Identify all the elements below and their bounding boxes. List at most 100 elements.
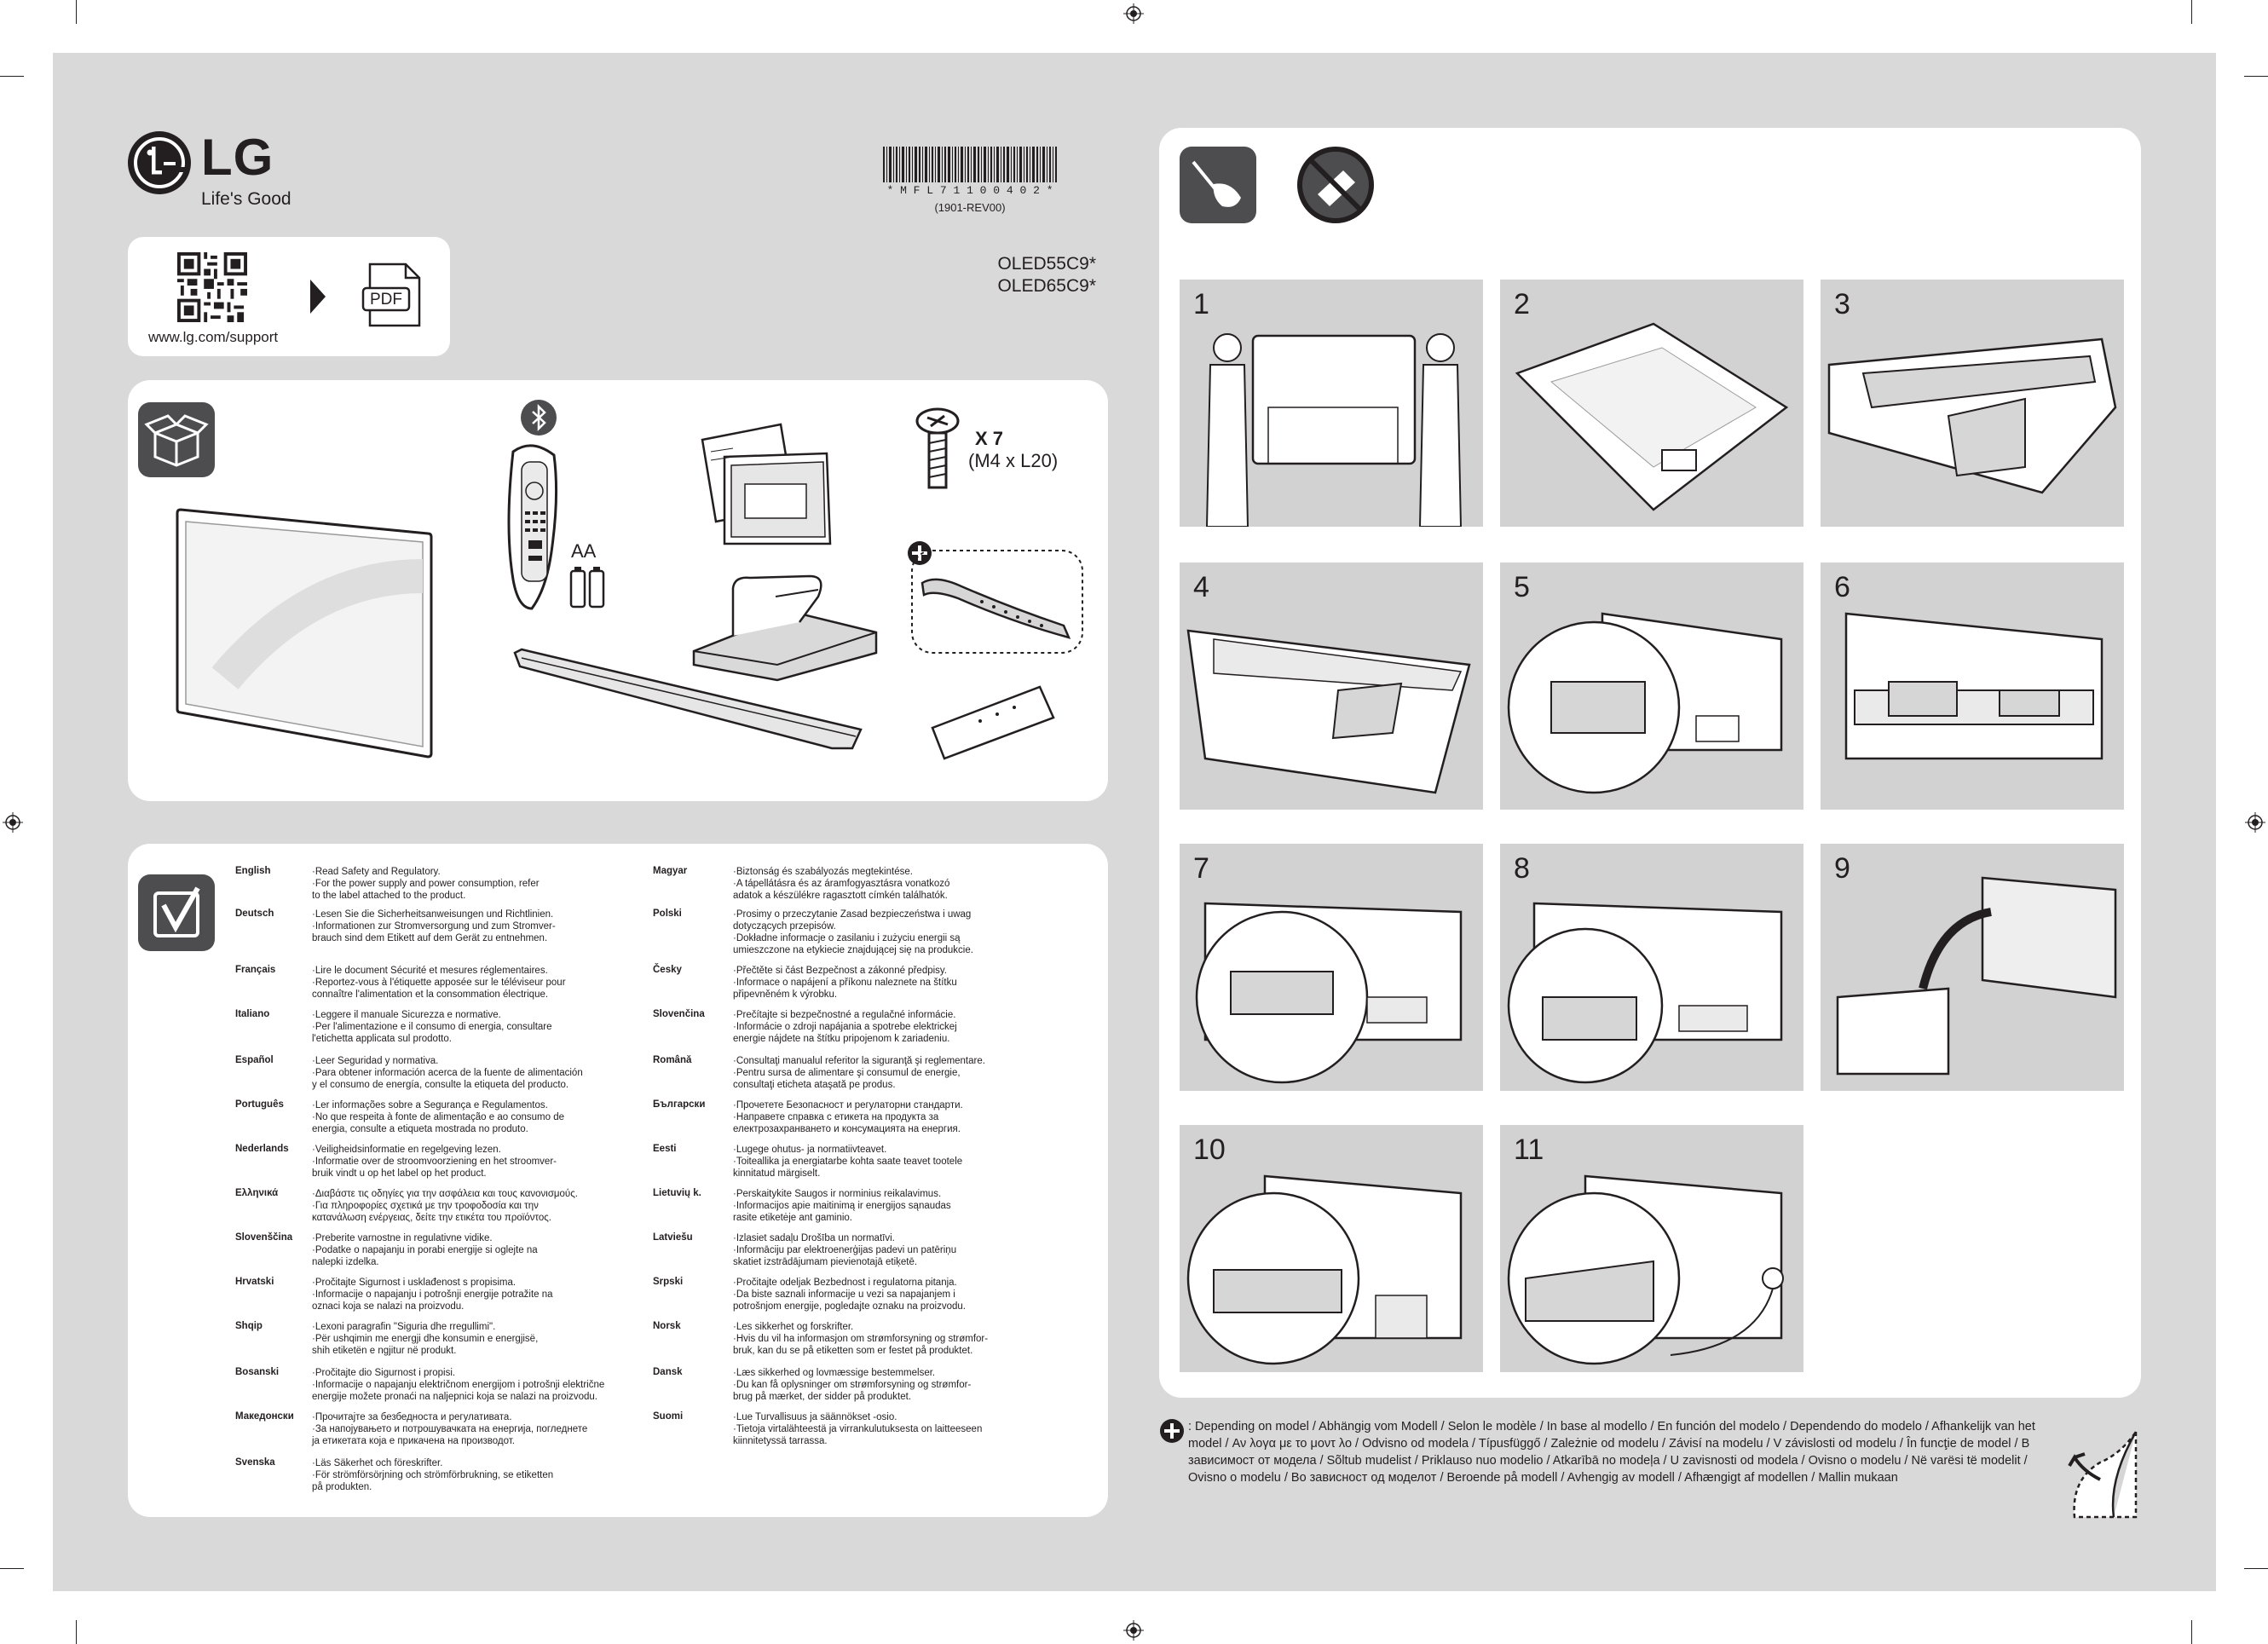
step-number: 2 bbox=[1514, 288, 1530, 320]
regulatory-text: ·Lugege ohutus- ja normatiivteavet. ·Toit… bbox=[733, 1144, 1065, 1180]
regulatory-line: ·Prečítajte si bezpečnostné a regulačné … bbox=[733, 1010, 956, 1020]
regulatory-text: ·Prosimy o przeczytanie Zasad bezpieczeń… bbox=[733, 909, 1065, 956]
regulatory-line: ·Du kan få oplysninger om strømforsyning… bbox=[733, 1380, 972, 1402]
tv-panel-illustration bbox=[176, 508, 433, 759]
regulatory-line: ·Informacijos apie maitinimą ir energijo… bbox=[733, 1201, 951, 1223]
regulatory-line: ·Lire le document Sécurité et mesures ré… bbox=[312, 966, 548, 976]
step-illustration bbox=[1844, 612, 2104, 760]
regulatory-text: ·Læs sikkerhed og lovmæssige bestemmelse… bbox=[733, 1367, 1065, 1403]
language-name: Македонски bbox=[235, 1411, 294, 1422]
regulatory-line: ·Prosimy o przeczytanie Zasad bezpieczeń… bbox=[733, 909, 972, 932]
regulatory-text: ·Прочетете Безопасност и регулаторни ста… bbox=[733, 1099, 1065, 1135]
language-name: Srpski bbox=[653, 1277, 684, 1287]
barcode-number: * M F L 7 1 1 0 0 4 0 2 * bbox=[886, 184, 1053, 197]
regulatory-text: ·Read Safety and Regulatory.·For the pow… bbox=[312, 866, 644, 902]
regulatory-line: ·Toiteallika ja energiatarbe kohta saate… bbox=[733, 1157, 963, 1179]
registration-mark-icon bbox=[2245, 812, 2265, 833]
registration-mark-icon bbox=[3, 812, 23, 833]
regulatory-text: ·Les sikkerhet og forskrifter.·Hvis du v… bbox=[733, 1321, 1065, 1357]
language-name: Ελληνικά bbox=[235, 1188, 279, 1198]
page-turn-icon bbox=[2068, 1428, 2138, 1519]
regulatory-text: ·Lire le document Sécurité et mesures ré… bbox=[312, 965, 644, 1001]
language-name: Suomi bbox=[653, 1411, 684, 1422]
crop-mark bbox=[0, 76, 24, 77]
registration-mark-icon bbox=[1123, 3, 1144, 24]
crop-mark bbox=[2244, 76, 2268, 77]
magic-remote-illustration bbox=[507, 444, 558, 610]
language-name: Hrvatski bbox=[235, 1277, 274, 1287]
support-url[interactable]: www.lg.com/support bbox=[148, 329, 279, 345]
regulatory-text: ·Lue Turvallisuus ja säännökset -osio.·T… bbox=[733, 1411, 1065, 1447]
regulatory-line: ·Biztonság és szabályozás megtekintése. bbox=[733, 867, 913, 877]
regulatory-line: ·Informacije o napajanju i potrošnji ene… bbox=[312, 1289, 553, 1312]
step-number: 8 bbox=[1514, 852, 1530, 885]
regulatory-text: ·Prečítajte si bezpečnostné a regulačné … bbox=[733, 1009, 1065, 1045]
regulatory-text: ·Biztonság és szabályozás megtekintése. ·… bbox=[733, 866, 1065, 902]
crop-mark bbox=[76, 0, 77, 24]
regulatory-line: ·Leggere il manuale Sicurezza e normativ… bbox=[312, 1010, 501, 1020]
assembly-step-5: 5 bbox=[1500, 562, 1803, 810]
regulatory-line: ·Hvis du vil ha informasjon om strømfors… bbox=[733, 1334, 989, 1356]
regulatory-line: ·Lugege ohutus- ja normatiivteavet. bbox=[733, 1145, 887, 1155]
step-number: 3 bbox=[1834, 288, 1850, 320]
step-number: 9 bbox=[1834, 852, 1850, 885]
regulatory-line: ·Izlasiet sadaļu Drošība un normatīvi. bbox=[733, 1233, 895, 1243]
assembly-step-9: 9 bbox=[1821, 844, 2124, 1091]
regulatory-line: ·Lesen Sie die Sicherheitsanweisungen un… bbox=[312, 909, 554, 920]
barcode-image bbox=[883, 147, 1057, 182]
regulatory-line: ·Läs Säkerhet och föreskrifter. bbox=[312, 1458, 443, 1468]
language-name: Nederlands bbox=[235, 1144, 289, 1154]
language-name: Dansk bbox=[653, 1367, 683, 1377]
step-number: 7 bbox=[1193, 852, 1209, 885]
step-illustration bbox=[1186, 1174, 1463, 1365]
screw-size: (M4 x L20) bbox=[968, 450, 1059, 471]
model-number: OLED55C9* bbox=[997, 254, 1096, 274]
regulatory-line: ·Informatie over de stroomvoorziening en… bbox=[312, 1157, 557, 1179]
regulatory-line: ·Informationen zur Stromversorgung und z… bbox=[312, 921, 556, 943]
regulatory-text: ·Pročitajte Sigurnost i usklađenost s pr… bbox=[312, 1277, 644, 1312]
regulatory-line: ·Da biste saznali informacije u vezi sa … bbox=[733, 1289, 966, 1312]
step-illustration bbox=[1507, 902, 1783, 1084]
regulatory-line: ·Reportez-vous à l'étiquette apposée sur… bbox=[312, 978, 566, 1000]
regulatory-text: ·Izlasiet sadaļu Drošība un normatīvi.·I… bbox=[733, 1232, 1065, 1268]
assembly-step-4: 4 bbox=[1180, 562, 1483, 810]
regulatory-line: ·A tápellátásra és az áramfogyasztásra v… bbox=[733, 879, 950, 901]
assembly-step-11: 11 bbox=[1500, 1125, 1803, 1372]
regulatory-text: ·Прочитајте за безбедноста и регулативат… bbox=[312, 1411, 644, 1447]
language-name: Bosanski bbox=[235, 1367, 280, 1377]
language-name: Português bbox=[235, 1099, 284, 1110]
language-name: English bbox=[235, 866, 271, 876]
step-illustration bbox=[1186, 629, 1471, 794]
assembly-step-2: 2 bbox=[1500, 280, 1803, 527]
qr-code-icon[interactable] bbox=[177, 252, 247, 322]
language-name: Magyar bbox=[653, 866, 688, 876]
regulatory-line: ·Tietoja virtalähteestä ja virrankulutuk… bbox=[733, 1424, 983, 1446]
revision-code: (1901-REV00) bbox=[934, 201, 1006, 214]
language-name: Slovenščina bbox=[235, 1232, 293, 1243]
regulatory-line: ·Preberite varnostne in regulativne vidi… bbox=[312, 1233, 493, 1243]
regulatory-panel bbox=[128, 844, 1108, 1517]
language-name: Shqip bbox=[235, 1321, 263, 1331]
regulatory-text: ·Pročitajte dio Sigurnost i propisi.·Inf… bbox=[312, 1367, 644, 1403]
regulatory-line: ·For the power supply and power consumpt… bbox=[312, 879, 540, 901]
box-contents-icon bbox=[138, 402, 215, 477]
step-number: 5 bbox=[1514, 571, 1530, 603]
cover-plate-illustration bbox=[931, 685, 1055, 760]
language-name: Română bbox=[653, 1055, 692, 1065]
step-illustration bbox=[1507, 1174, 1784, 1365]
crop-mark bbox=[76, 1620, 77, 1644]
step-number: 1 bbox=[1193, 288, 1209, 320]
model-number: OLED65C9* bbox=[997, 276, 1096, 296]
manual-booklets-illustration bbox=[701, 423, 832, 545]
regulatory-line: ·Διαβάστε τις οδηγίες για την ασφάλεια κ… bbox=[312, 1189, 578, 1199]
regulatory-text: ·Leer Seguridad y normativa.·Para obtene… bbox=[312, 1055, 644, 1091]
pdf-label: PDF bbox=[370, 291, 402, 309]
language-name: Norsk bbox=[653, 1321, 681, 1331]
regulatory-line: ·Læs sikkerhed og lovmæssige bestemmelse… bbox=[733, 1368, 936, 1378]
regulatory-line: ·Dokładne informacje o zasilaniu i zużyc… bbox=[733, 933, 973, 955]
language-name: Deutsch bbox=[235, 909, 274, 919]
regulatory-line: ·Přečtěte si část Bezpečnost a zákonné p… bbox=[733, 966, 948, 976]
language-name: Lietuvių k. bbox=[653, 1188, 701, 1198]
battery-label: AA bbox=[571, 540, 597, 562]
pdf-document-icon[interactable] bbox=[361, 262, 423, 329]
